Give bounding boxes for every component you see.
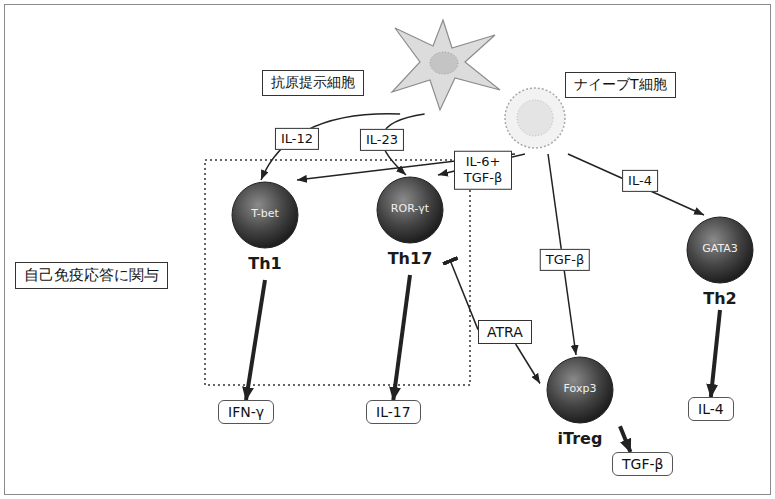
cell-name: ナイーブT細胞 [565,72,676,98]
output-arrow [246,280,265,400]
transcription-factor: T-bet [225,207,305,220]
cell-label-node: ナイーブT細胞 [498,62,710,154]
transcription-factor: Foxp3 [540,382,620,395]
differentiation-arrow [516,344,540,384]
cell-node: GATA3Th2 [680,215,760,310]
cytokine-box: IL-17 [366,400,421,424]
output-arrow [620,426,630,452]
cell-node: T-betTh1 [225,180,305,280]
cytokine-label: TGF-β [540,249,590,271]
cell-type-name: Th2 [680,289,760,308]
cytokine-name: TGF-β [622,456,663,472]
cell-type-name: Th1 [225,254,305,273]
label-box: 自己免疫応答に関与 [15,262,168,289]
naive-t-cell-picture [505,88,565,148]
differentiation-arrow [568,154,704,215]
output-arrow [393,275,410,400]
cytokine-name: IL-17 [376,404,411,420]
cell-type-name: iTreg [540,429,620,448]
cell-node: ROR-γtTh17 [370,175,450,275]
cytokine-name: IFN-γ [228,404,264,420]
cytokine-box: TGF-β [612,452,673,476]
antigen-presenting-cell-picture [392,20,500,110]
cytokine-label: IL-4 [622,170,658,192]
box-label: ATRA [487,324,523,340]
cytokine-label: IL-12 [275,128,319,150]
transcription-factor: ROR-γt [370,202,450,215]
cell-type-name: Th17 [370,249,450,268]
cell-name: 抗原提示細胞 [262,70,364,96]
label-box: ATRA [478,320,532,344]
box-label: 自己免疫応答に関与 [24,266,159,284]
cytokine-name: IL-4 [698,401,724,417]
cell-label-node: 抗原提示細胞 [258,18,503,114]
cytokine-box: IL-4 [688,397,734,421]
cytokine-box: IFN-γ [218,400,274,424]
cell-node: Foxp3 iTreg [540,355,620,450]
group-outline [205,160,470,385]
cytokine-label: IL-6+ TGF-β [454,151,512,190]
inhibition-line [450,260,478,330]
output-arrow [711,310,720,397]
cytokine-label: IL-23 [360,129,404,151]
figure-frame [5,5,771,495]
transcription-factor: GATA3 [680,242,760,255]
